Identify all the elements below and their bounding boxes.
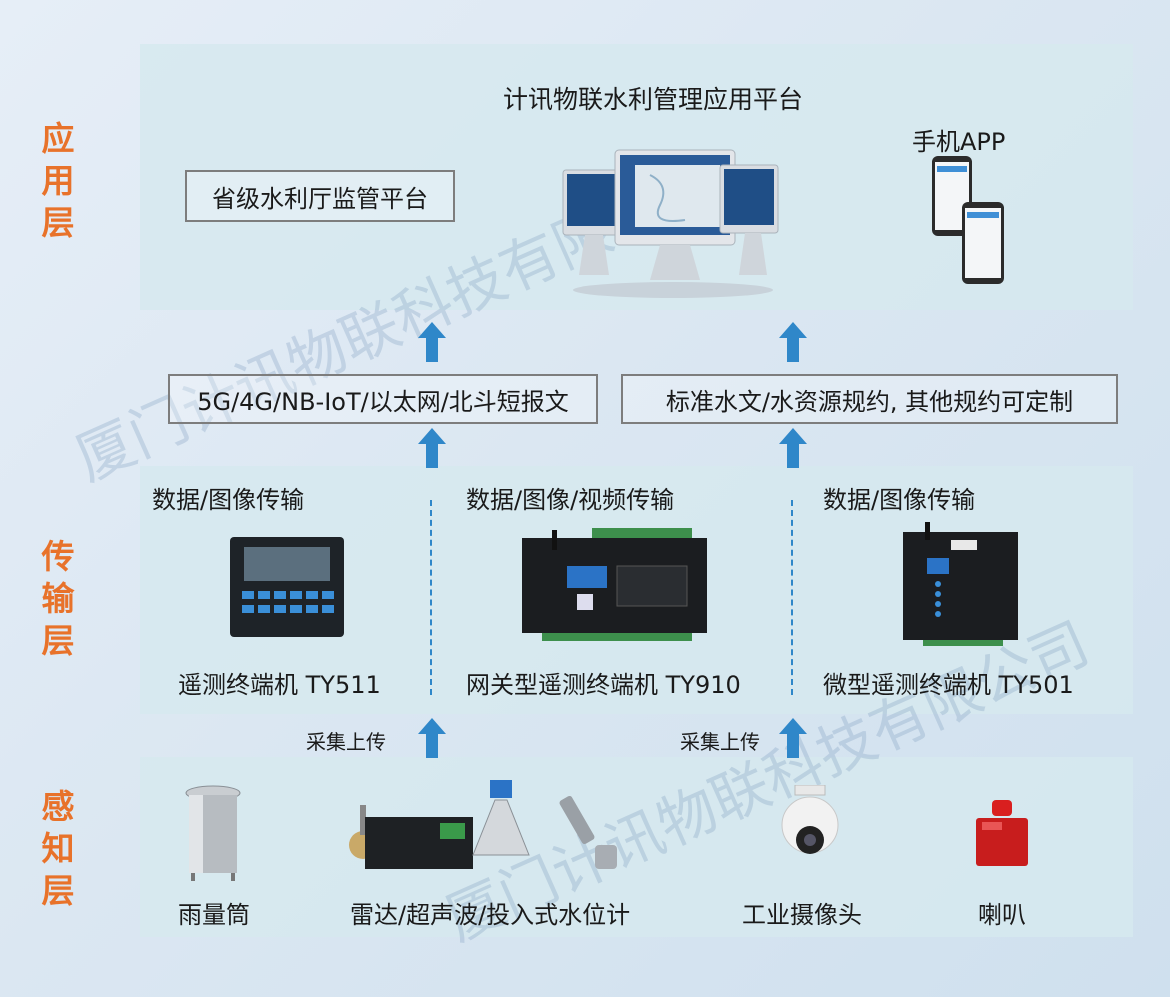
rain-gauge-image bbox=[185, 785, 241, 881]
ty501-device-image bbox=[903, 522, 1018, 646]
arrow-up-icon bbox=[779, 322, 807, 362]
protocol-box: 标准水文/水资源规约, 其他规约可定制 bbox=[621, 374, 1118, 424]
ty511-device-image bbox=[230, 537, 344, 637]
divider-right bbox=[791, 500, 793, 695]
col3-title: 数据/图像传输 bbox=[823, 486, 976, 514]
monitors-illustration bbox=[562, 149, 779, 298]
dev3-label: 微型遥测终端机 TY501 bbox=[823, 671, 1074, 699]
horn-label: 喇叭 bbox=[978, 901, 1026, 929]
upload-label-right: 采集上传 bbox=[680, 730, 760, 754]
horn-image bbox=[976, 800, 1028, 866]
arrow-up-icon bbox=[779, 428, 807, 468]
phones-illustration bbox=[932, 156, 1004, 284]
col1-title: 数据/图像传输 bbox=[152, 486, 305, 514]
provincial-platform-box: 省级水利厅监管平台 bbox=[185, 170, 455, 222]
dev2-label: 网关型遥测终端机 TY910 bbox=[466, 671, 741, 699]
arrow-up-icon bbox=[779, 718, 807, 758]
perception-layer-panel bbox=[140, 757, 1133, 937]
industrial-camera-image bbox=[781, 785, 839, 854]
layer-label-application: 应用层 bbox=[41, 119, 75, 242]
layer-label-transport: 传输层 bbox=[41, 537, 75, 660]
rain-gauge-label: 雨量筒 bbox=[178, 901, 250, 929]
water-level-sensors-image bbox=[349, 780, 617, 869]
water-level-label: 雷达/超声波/投入式水位计 bbox=[350, 901, 631, 929]
camera-label: 工业摄像头 bbox=[742, 901, 862, 929]
arrow-up-icon bbox=[418, 322, 446, 362]
layer-label-perception: 感知层 bbox=[41, 787, 75, 910]
platform-title: 计讯物联水利管理应用平台 bbox=[503, 85, 804, 114]
col2-title: 数据/图像/视频传输 bbox=[466, 486, 675, 514]
divider-left bbox=[430, 500, 432, 695]
arrow-up-icon bbox=[418, 718, 446, 758]
upload-label-left: 采集上传 bbox=[306, 730, 386, 754]
dev1-label: 遥测终端机 TY511 bbox=[178, 671, 381, 699]
mobile-app-label: 手机APP bbox=[912, 128, 1006, 156]
ty910-device-image bbox=[522, 528, 707, 641]
network-box: 5G/4G/NB-IoT/以太网/北斗短报文 bbox=[168, 374, 598, 424]
arrow-up-icon bbox=[418, 428, 446, 468]
